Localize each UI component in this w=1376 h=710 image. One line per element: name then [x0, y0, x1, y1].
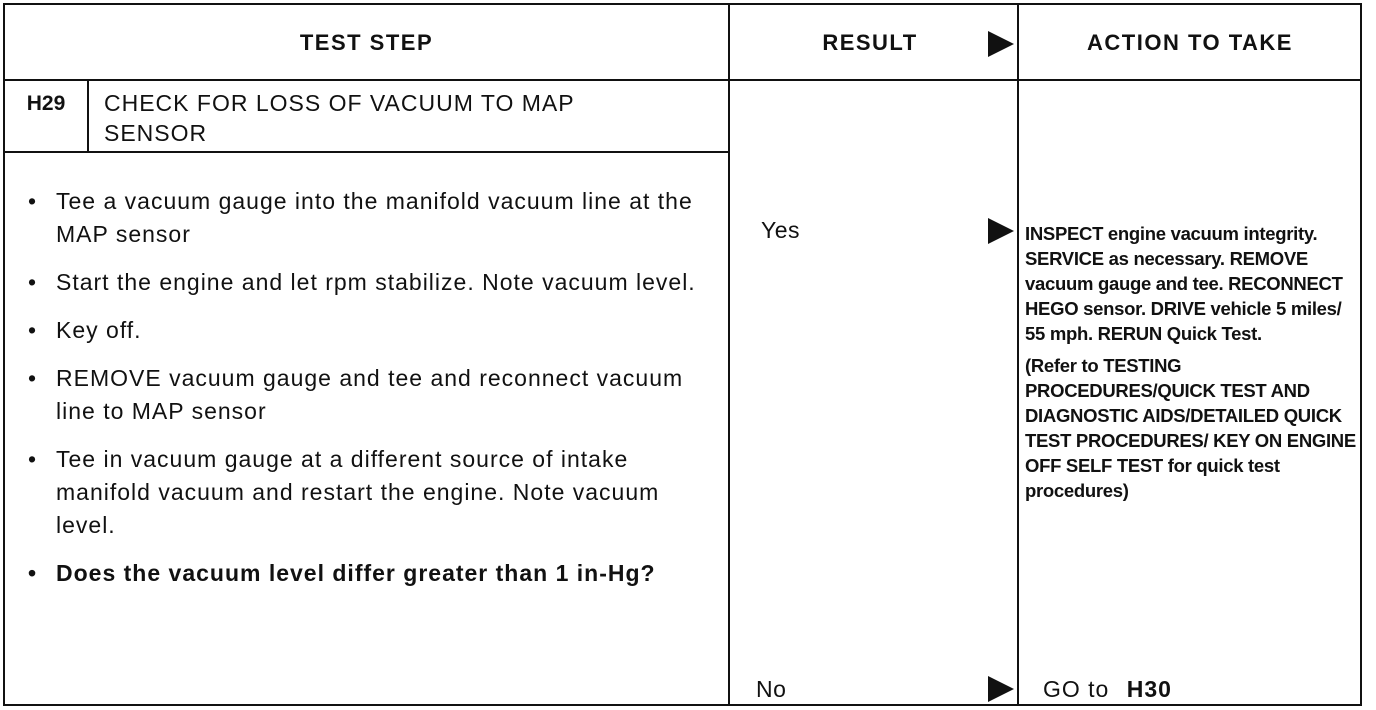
step-instructions: Tee a vacuum gauge into the manifold vac… [22, 185, 702, 605]
action-yes-instructions: INSPECT engine vacuum integrity. SERVICE… [1025, 223, 1343, 344]
list-item: Tee a vacuum gauge into the manifold vac… [22, 185, 702, 251]
list-item: Key off. [22, 314, 702, 347]
table-frame [3, 3, 1362, 706]
list-item: Tee in vacuum gauge at a different sourc… [22, 443, 702, 542]
result-yes: Yes [761, 217, 801, 243]
yes-arrow-icon [988, 218, 1014, 244]
step-code: H29 [26, 92, 66, 115]
list-item: Start the engine and let rpm stabilize. … [22, 266, 702, 299]
title-divider [3, 151, 730, 153]
result-arrow-icon [988, 31, 1014, 57]
header-divider [3, 79, 1362, 81]
no-arrow-icon [988, 676, 1014, 702]
step-title-line1: CHECK FOR LOSS OF VACUUM TO MAP [104, 90, 575, 116]
action-yes: INSPECT engine vacuum integrity. SERVICE… [1025, 221, 1360, 510]
goto-label: GO to [1043, 676, 1110, 702]
result-no: No [756, 676, 787, 702]
step-title-line2: SENSOR [104, 120, 208, 146]
goto-target: H30 [1126, 676, 1172, 702]
action-no: GO to H30 [1043, 676, 1172, 703]
header-test-step: TEST STEP [299, 29, 434, 55]
list-item: REMOVE vacuum gauge and tee and reconnec… [22, 362, 702, 428]
column-divider-action [1017, 3, 1019, 706]
list-item-question: Does the vacuum level differ greater tha… [22, 557, 702, 590]
step-title: CHECK FOR LOSS OF VACUUM TO MAP SENSOR [104, 88, 704, 148]
header-result: RESULT [822, 29, 918, 55]
action-yes-reference: (Refer to TESTING PROCEDURES/QUICK TEST … [1025, 355, 1356, 501]
header-action: ACTION TO TAKE [1087, 29, 1293, 55]
column-divider-result [728, 3, 730, 706]
code-divider [87, 81, 89, 153]
